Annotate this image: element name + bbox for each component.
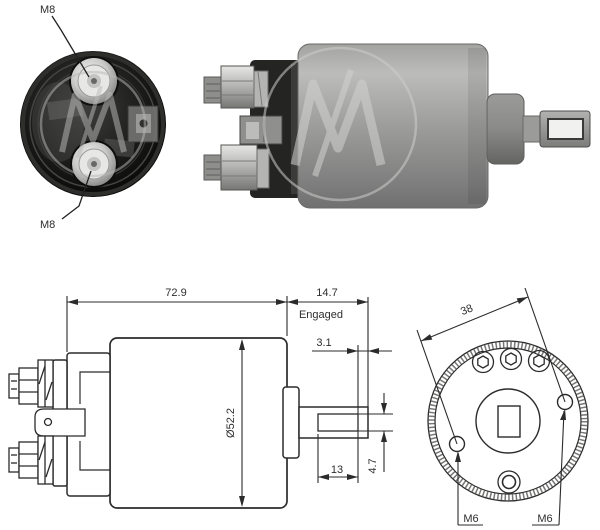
leader-line-m8-bottom [61,170,92,220]
rear-terminal-holes [471,347,551,374]
drawing-spade-terminal [34,408,86,437]
ext-line-mount-right [524,287,566,403]
drawing-plunger-slot [317,413,359,432]
photo-spade-terminal [239,115,283,145]
zm-watermark-icon-front [39,70,147,178]
dim-plunger-travel: 14.7 [316,287,337,299]
drawing-front-boss [282,386,300,459]
rear-knurled-rim [428,341,588,501]
label-engaged: Engaged [299,309,343,321]
front-rim [21,52,165,196]
dim-line-hole-spacing [420,296,529,342]
front-side-tab-hole [139,119,148,128]
side-view-dimensions: 72.9 14.7 Engaged 3.1 Ø52.2 13 4.7 [66,287,393,507]
label-terminal-top: M8 [40,4,55,16]
label-mount-thread-left: M6 [463,513,478,525]
rear-bottom-hole-inner [501,474,517,490]
side-view-drawing [8,337,369,509]
photo-terminal-bolt-top [203,65,269,109]
ext-line-mount-left [416,329,458,445]
rear-mount-hole-left [448,435,466,453]
rear-bottom-hole-outer [497,470,521,494]
rear-centre-boss [475,388,541,454]
photo-housing-edge [291,64,302,194]
front-view-labels: M8 M8 [40,4,92,231]
photo-cylinder-shade [468,48,486,204]
label-terminal-bottom: M8 [40,219,55,231]
front-view-photo [20,51,166,197]
drawing-terminal-bolt-top [8,359,54,408]
rear-inner-circle [434,347,582,495]
drawing-cap-inner-contour [79,371,110,471]
dim-tip-clearance: 3.1 [316,337,331,349]
rear-centre-slot [497,405,521,438]
rear-outer-circle [427,340,589,502]
dim-hole-spacing: 38 [459,302,475,318]
side-view-photo [203,43,591,209]
zm-watermark-icon-side [262,46,418,202]
photo-terminal-bolt-bottom [203,144,270,191]
front-terminal-stud-bottom [70,140,118,188]
dim-slot-length: 13 [331,464,343,476]
leader-line-m8-top [51,15,90,78]
rear-view-dimensions: 38 M6 M6 [416,287,566,526]
drawing-body [109,337,288,509]
label-mount-thread-right: M6 [537,513,552,525]
photo-rear-boss [486,93,525,165]
photo-plunger-rod [522,115,542,143]
dim-slot-height: 4.7 [367,458,379,473]
photo-plunger-link-slot [547,118,584,140]
leader-m6-right [558,410,565,526]
dim-overall-length: 72.9 [165,287,186,299]
drawing-terminal-bolt-bottom [8,435,54,485]
dim-body-diameter: Ø52.2 [225,408,237,438]
